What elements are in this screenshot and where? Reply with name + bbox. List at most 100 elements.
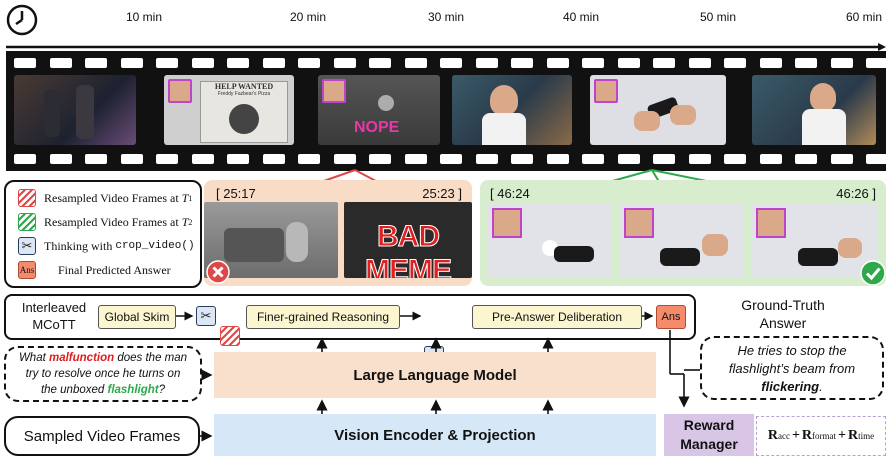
sprocket-hole xyxy=(866,58,888,68)
sprocket-hole xyxy=(759,154,782,164)
sprocket-hole xyxy=(546,154,569,164)
llm-block: Large Language Model xyxy=(214,352,656,398)
tick-label: 20 min xyxy=(289,10,327,24)
question-line: the unboxed flashlight? xyxy=(40,384,166,396)
clip-green-frame-3 xyxy=(752,204,878,278)
film-frame-4 xyxy=(452,75,572,145)
film-frame-6 xyxy=(752,75,876,145)
ground-truth-box: He tries to stop the flashlight’s beam f… xyxy=(700,336,884,400)
legend-label: Resampled Video Frames at xyxy=(44,214,182,229)
film-frame-3: NOPE xyxy=(318,75,440,145)
sprocket-hole xyxy=(298,58,320,68)
tick-label: 10 min xyxy=(125,10,163,24)
bad-meme-text: BAD MEME xyxy=(365,220,453,279)
ground-truth-line: flickering. xyxy=(702,378,882,396)
sprocket-hole xyxy=(440,58,462,68)
film-strip: HELP WANTED Freddy Fazbear's Pizza NOPE xyxy=(6,51,888,171)
clip-green-frame-1 xyxy=(488,204,612,278)
sprocket-hole xyxy=(120,58,143,68)
sprocket-hole xyxy=(14,154,36,164)
ground-truth-line: flashlight’s beam from xyxy=(728,361,856,376)
sprocket-hole xyxy=(156,58,178,68)
timeline-ticks: 10 min 20 min 30 min 40 min 50 min 60 mi… xyxy=(0,0,892,40)
sprocket-hole xyxy=(191,154,214,164)
tick-label: 60 min xyxy=(845,10,883,24)
clip-green-start: [ 46:24 xyxy=(490,186,530,201)
sprocket-hole xyxy=(617,154,640,164)
sprocket-hole xyxy=(759,58,782,68)
question-box: What malfunction does the man try to res… xyxy=(4,346,202,402)
question-keyword-malfunction: malfunction xyxy=(48,352,115,364)
sprocket-hole xyxy=(333,58,356,68)
flow-arrows xyxy=(0,330,892,459)
ground-truth-title: Ground-Truth Answer xyxy=(708,296,858,332)
ground-truth-period: . xyxy=(819,379,823,394)
sampled-frames-label: Sampled Video Frames xyxy=(23,427,181,445)
nope-text: NOPE xyxy=(354,119,400,136)
clip-panel-red: [ 25:17 25:23 ] BAD MEME xyxy=(204,180,472,286)
sprocket-hole xyxy=(85,154,107,164)
reward-manager-block: Reward Manager xyxy=(664,414,754,456)
sprocket-hole xyxy=(724,154,746,164)
tick-label: 40 min xyxy=(562,10,600,24)
sprocket-hole xyxy=(582,58,604,68)
film-frame-1 xyxy=(14,75,136,145)
sprocket-hole xyxy=(653,154,675,164)
ans-box: Ans xyxy=(656,305,686,329)
question-keyword-flashlight: flashlight xyxy=(107,384,159,396)
mcott-label-line1: Interleaved xyxy=(21,300,87,315)
sprocket-hole xyxy=(830,58,853,68)
sprocket-hole xyxy=(14,58,36,68)
ans-icon: Ans xyxy=(18,261,36,279)
sprocket-hole xyxy=(475,58,498,68)
encoder-block: Vision Encoder & Projection xyxy=(214,414,656,456)
legend-label: Thinking with xyxy=(44,238,116,253)
wanted-sign-text: HELP WANTED xyxy=(214,82,274,91)
ground-truth-keyword: flickering xyxy=(761,379,820,394)
film-frame-5 xyxy=(590,75,726,145)
correct-icon xyxy=(860,260,886,286)
sprocket-hole xyxy=(262,58,285,68)
legend-item-crop: ✂ Thinking with crop_video() xyxy=(18,236,195,256)
sprocket-hole xyxy=(227,154,249,164)
sprocket-hole xyxy=(227,58,249,68)
encoder-label: Vision Encoder & Projection xyxy=(334,426,536,444)
tick-label: 50 min xyxy=(699,10,737,24)
ground-truth-line: He tries to stop the xyxy=(737,343,847,358)
ground-truth-title-line1: Ground-Truth xyxy=(741,297,825,313)
sprocket-hole xyxy=(262,154,285,164)
legend-label: Resampled Video Frames at xyxy=(44,190,182,205)
timeline-axis xyxy=(6,38,886,51)
stage-global-skim: Global Skim xyxy=(98,305,176,329)
question-line: try to resolve once he turns on xyxy=(25,368,181,380)
sprocket-hole xyxy=(440,154,462,164)
hatched-red-icon xyxy=(220,326,240,346)
hatched-green-icon xyxy=(18,213,36,231)
legend-sub: 1 xyxy=(188,193,193,203)
sprocket-hole xyxy=(156,154,178,164)
sprocket-hole xyxy=(866,154,888,164)
sampled-frames-box: Sampled Video Frames xyxy=(4,416,200,456)
scissors-icon: ✂ xyxy=(196,306,216,326)
wrong-icon xyxy=(206,260,230,284)
sprocket-hole xyxy=(688,154,711,164)
hatched-red-icon xyxy=(18,189,36,207)
sprocket-hole xyxy=(795,58,817,68)
sprocket-hole xyxy=(191,58,214,68)
film-frame-2: HELP WANTED Freddy Fazbear's Pizza xyxy=(164,75,294,145)
legend-item-answer: Ans Final Predicted Answer xyxy=(18,260,171,280)
sprocket-hole xyxy=(475,154,498,164)
sprocket-hole xyxy=(369,154,391,164)
sprocket-hole xyxy=(795,154,817,164)
reward-line2: Manager xyxy=(680,436,738,452)
mcott-label-line2: MCoTT xyxy=(32,317,76,332)
clock-icon xyxy=(6,4,38,36)
stage-finer-reasoning: Finer-grained Reasoning xyxy=(246,305,400,329)
sprocket-hole xyxy=(688,58,711,68)
legend-label: Final Predicted Answer xyxy=(58,262,171,277)
sprocket-hole xyxy=(404,58,427,68)
clip-red-frame-2: BAD MEME xyxy=(344,202,472,278)
